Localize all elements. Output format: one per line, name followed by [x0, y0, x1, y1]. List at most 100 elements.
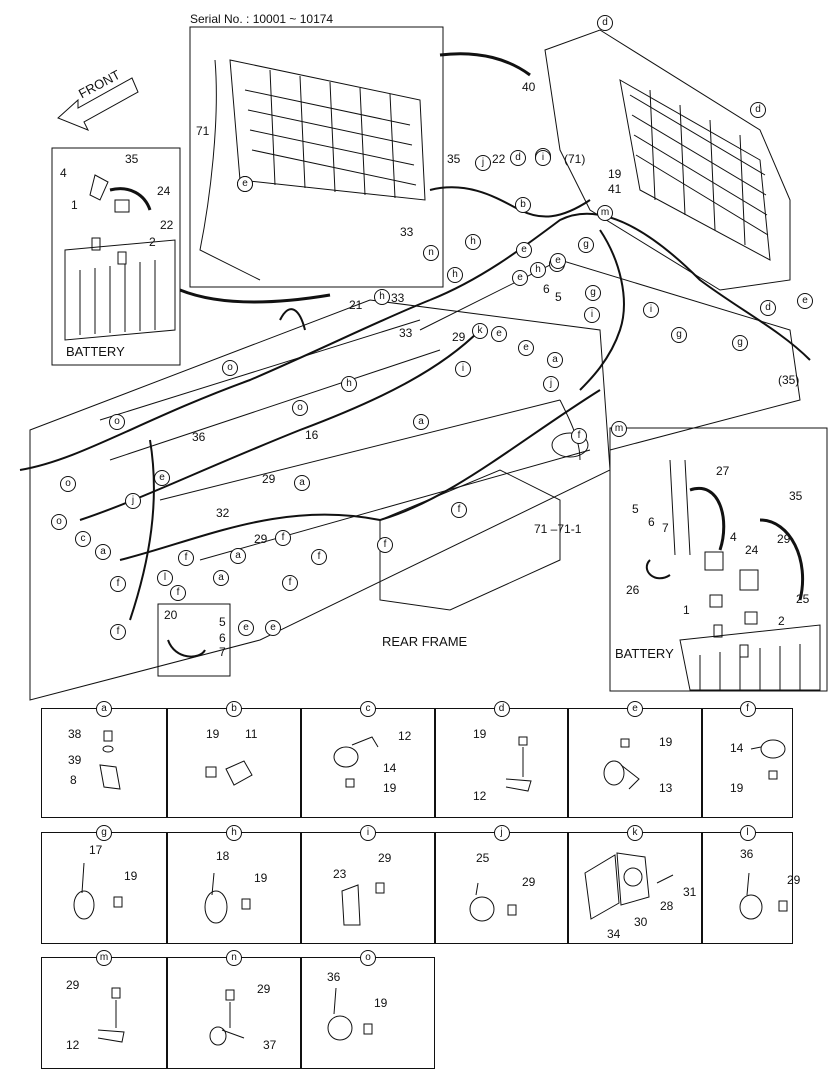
callout: 24 [157, 184, 171, 198]
callout: 21 [349, 298, 363, 312]
callout-circle: e [265, 620, 281, 636]
callout-circle: g [671, 327, 687, 343]
callout-circle: g [585, 285, 601, 301]
callout-circle: m [611, 421, 627, 437]
detail-cell-c: c 12 14 19 [301, 701, 435, 818]
callout: 33 [391, 291, 405, 305]
callout-circle: i [535, 150, 551, 166]
battery-label-right: BATTERY [615, 646, 674, 661]
callout-circle: i [455, 361, 471, 377]
detail-tag: m [96, 950, 112, 966]
detail-tag: g [96, 825, 112, 841]
left-battery-inset-frame [51, 147, 181, 366]
detail-tag: a [96, 701, 112, 717]
callout-circle: e [512, 270, 528, 286]
callout: 33 [400, 225, 414, 239]
callout-circle: d [760, 300, 776, 316]
callout: 25 [796, 592, 810, 606]
battery-label-left: BATTERY [66, 344, 125, 359]
callout-circle: i [584, 307, 600, 323]
detail-cell-i: i 29 23 [301, 825, 435, 944]
callout: 2 [149, 235, 156, 249]
detail-label: 28 [660, 899, 674, 913]
detail-label: 13 [659, 781, 673, 795]
callout: 5 [219, 615, 226, 629]
rear-frame-label: REAR FRAME [382, 634, 468, 649]
detail-cell-m: m 29 12 [41, 950, 167, 1069]
detail-tag: o [360, 950, 376, 966]
callout: 16 [305, 428, 319, 442]
callout-circle: o [109, 414, 125, 430]
callout-circle: f [451, 502, 467, 518]
detail-label: 39 [68, 753, 82, 767]
detail-cell-a: a 38 39 8 [41, 701, 167, 818]
detail-label: 30 [634, 915, 648, 929]
detail-label: 19 [659, 735, 673, 749]
subinset-20-frame [157, 603, 231, 677]
detail-label: 37 [263, 1038, 277, 1052]
detail-label: 12 [473, 789, 487, 803]
detail-cell-n: n 29 37 [167, 950, 301, 1069]
detail-label: 29 [257, 982, 271, 996]
callout: 22 [492, 152, 506, 166]
callout-circle: f [275, 530, 291, 546]
callout-circle: f [110, 624, 126, 640]
serial-number-label: Serial No. : 10001 ~ 10174 [190, 12, 334, 26]
callout: 6 [219, 631, 226, 645]
detail-label: 19 [124, 869, 138, 883]
callout: 41 [608, 182, 622, 196]
detail-cell-k: k 31 28 30 34 [568, 825, 702, 944]
detail-tag: n [226, 950, 242, 966]
callout-circle: j [475, 155, 491, 171]
callout-circle: e [516, 242, 532, 258]
callout: 40 [522, 80, 536, 94]
callout-circle: o [292, 400, 308, 416]
detail-label: 19 [730, 781, 744, 795]
callout-circle: o [222, 360, 238, 376]
callout: 35 [447, 152, 461, 166]
callout-circle: j [125, 493, 141, 509]
callout-circle: e [518, 340, 534, 356]
detail-label: 29 [66, 978, 80, 992]
callout: 7 [662, 521, 669, 535]
detail-cell-j: j 25 29 [435, 825, 568, 944]
callout: 71 [196, 124, 210, 138]
detail-label: 29 [522, 875, 536, 889]
callout: 7 [219, 645, 226, 659]
detail-cell-g: g 17 19 [41, 825, 167, 944]
callout-circle: a [95, 544, 111, 560]
callout-circle: f [178, 550, 194, 566]
callout-circle: h [341, 376, 357, 392]
callout-circle: a [213, 570, 229, 586]
callout: 1 [71, 198, 78, 212]
part-35-ref-label: (35) [778, 373, 800, 387]
detail-label: 38 [68, 727, 82, 741]
callout-circle: f [571, 428, 587, 444]
detail-label: 31 [683, 885, 697, 899]
detail-tag: b [226, 701, 242, 717]
callout-circle: a [547, 352, 563, 368]
callout-circle: d [750, 102, 766, 118]
detail-tag: c [360, 701, 376, 717]
callout-circle: d [510, 150, 526, 166]
callout-circle: f [282, 575, 298, 591]
callout-circle: k [472, 323, 488, 339]
detail-label: 29 [378, 851, 392, 865]
detail-tag: e [627, 701, 643, 717]
callout-circle: f [377, 537, 393, 553]
detail-tag: l [739, 825, 756, 841]
callout: 4 [730, 530, 737, 544]
detail-cell-f: f 14 19 [702, 701, 793, 818]
callout-circle: g [578, 237, 594, 253]
detail-cell-b: b 19 11 [167, 701, 301, 818]
right-battery-inset-frame [609, 427, 828, 692]
detail-label: 25 [476, 851, 490, 865]
serial-inset-frame [189, 26, 444, 288]
callout: 4 [60, 166, 67, 180]
detail-tag: j [493, 825, 510, 841]
detail-label: 29 [787, 873, 801, 887]
callout-circle: l [157, 570, 173, 586]
detail-label: 19 [254, 871, 268, 885]
callout-circle: a [294, 475, 310, 491]
callout-circle: e [237, 176, 253, 192]
